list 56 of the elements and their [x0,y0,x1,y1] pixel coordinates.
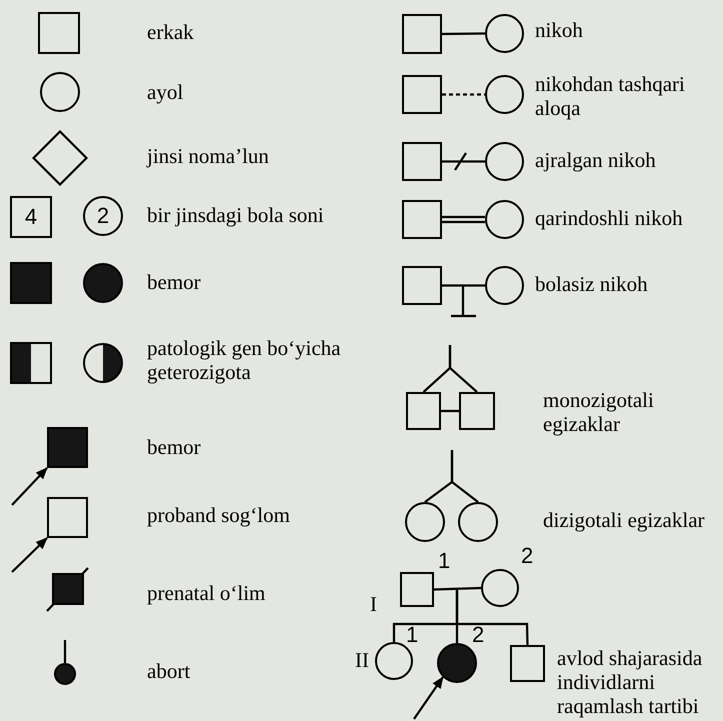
symbol-description: avlod shajarasida individlarni raqamlash tartibi [557,646,704,718]
connector-line [442,93,485,96]
connector-line [448,345,478,393]
individual-number: 2 [472,624,484,646]
symbol-description: proband sog‘lom [147,503,291,527]
count-number: 4 [24,206,38,228]
square-symbol [402,200,442,239]
square-symbol [38,12,80,54]
square-symbol [10,196,52,238]
connector-line [442,160,485,163]
individual-number: 2 [521,545,534,567]
symbol-description: jinsi noma’lun [147,144,270,168]
connector-line [456,590,529,646]
connector-line [450,450,479,503]
count-number: 2 [96,205,110,227]
square-symbol [402,142,442,181]
square-symbol [459,392,495,430]
square-symbol [402,75,442,114]
symbol-description: monozigotali egizaklar [543,388,655,436]
individual-number: 1 [406,624,418,646]
square-symbol [406,392,441,430]
symbol-description: erkak [147,20,195,44]
symbol-description: nikohdan tashqari aloqa [535,72,686,120]
connector-line [442,32,486,36]
symbol-description: bolasiz nikoh [535,272,649,296]
symbol-description: prenatal o‘lim [147,581,266,605]
half-shaded-square-symbol [10,342,52,384]
proband-arrow [11,537,48,573]
double-line [440,216,486,224]
square-symbol [402,14,442,54]
symbol-description: ayol [147,80,184,104]
shaded-square-symbol [47,427,88,468]
symbol-description: bir jinsdagi bola soni [147,203,325,227]
symbol-description: bemor [147,435,202,459]
proband-arrow [413,676,444,720]
symbol-description: ajralgan nikoh [535,148,657,172]
connector-line [434,586,482,591]
individual-number: 1 [438,550,450,572]
shaded-square-symbol [10,262,52,304]
shaded-square-symbol [52,573,84,605]
connector-line [441,410,459,412]
generation-number: I [370,592,378,616]
square-symbol [510,645,545,682]
generation-number: II [355,648,370,672]
diamond-symbol [32,130,88,186]
proband-arrow [11,467,48,506]
symbol-description: patologik gen bo‘yicha geterozigota [147,336,342,384]
symbol-description: qarindoshli nikoh [535,206,684,230]
square-symbol [402,266,442,305]
connector-line [442,284,485,287]
symbol-description: nikoh [535,18,584,42]
square-symbol [47,497,88,538]
symbol-description: abort [147,659,192,683]
square-symbol [400,572,434,607]
symbol-description: bemor [147,270,202,294]
symbol-description: dizigotali egizaklar [543,508,706,532]
